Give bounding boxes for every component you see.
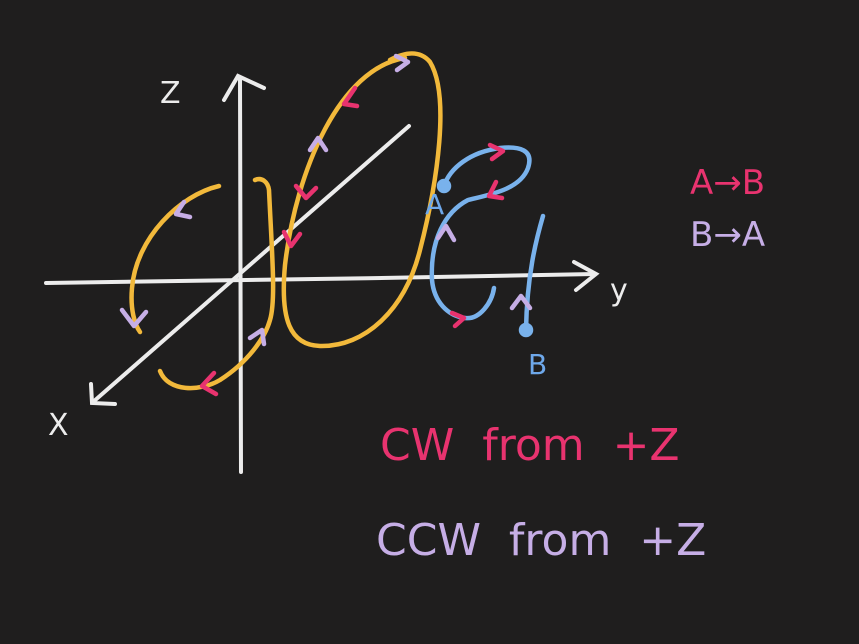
lavender-arrow-icon — [307, 135, 329, 153]
pink-direction-arrows — [199, 85, 506, 397]
pink-arrow-icon — [281, 229, 303, 249]
pink-arrow-icon — [341, 85, 360, 109]
blue-curve — [429, 145, 546, 338]
legend: A→B B→A — [690, 163, 765, 255]
x-axis — [91, 124, 411, 404]
lavender-direction-arrows — [119, 53, 533, 347]
coordinate-axes — [44, 73, 600, 474]
pink-arrow-icon — [449, 310, 467, 329]
z-axis-label: Z — [160, 76, 181, 111]
pink-arrow-icon — [293, 183, 319, 201]
point-b-label: B — [528, 348, 547, 381]
lavender-arrow-icon — [509, 293, 533, 311]
lavender-arrow-icon — [173, 199, 193, 220]
note-cw: CW from +Z — [380, 420, 680, 471]
z-axis-arrowhead — [222, 73, 266, 102]
point-a-label: A — [425, 188, 444, 221]
y-axis-arrowhead — [572, 260, 600, 292]
blue-tail — [523, 213, 546, 333]
point-b-dot — [518, 322, 534, 338]
yellow-large-loop — [281, 51, 443, 349]
yellow-left-arc — [129, 183, 222, 335]
blue-path — [429, 145, 532, 321]
lavender-arrow-icon — [247, 327, 267, 347]
x-axis-arrowhead — [89, 382, 117, 406]
lavender-arrow-icon — [435, 223, 457, 243]
lavender-arrow-icon — [119, 307, 149, 329]
pink-arrow-icon — [199, 370, 219, 397]
orientation-notes: CW from +Z CCW from +Z — [376, 420, 706, 566]
note-ccw: CCW from +Z — [376, 515, 706, 566]
pink-arrow-icon — [487, 142, 506, 162]
legend-b-to-a: B→A — [690, 215, 765, 255]
legend-a-to-b: A→B — [690, 163, 765, 203]
point-a-dot — [436, 178, 452, 194]
lavender-arrow-icon — [393, 53, 411, 73]
x-axis-label: X — [48, 408, 69, 443]
y-axis — [44, 272, 597, 285]
y-axis-label: y — [610, 273, 628, 308]
pink-arrow-icon — [486, 179, 505, 201]
